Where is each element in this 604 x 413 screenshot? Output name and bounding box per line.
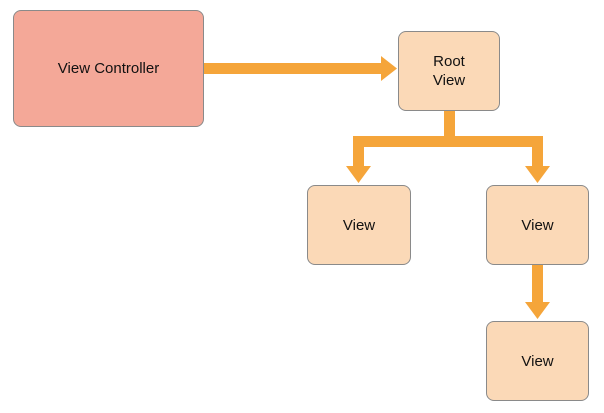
root-view-node: Root View (398, 31, 500, 111)
view-controller-label: View Controller (57, 60, 160, 77)
arrow-shaft (532, 141, 543, 167)
view-right-label: View (521, 216, 554, 234)
view-bottom-label: View (521, 352, 554, 370)
view-node-left: View (307, 185, 411, 265)
arrow-shaft (204, 63, 382, 74)
root-view-label: Root View (432, 53, 466, 89)
arrow-head (525, 302, 550, 319)
arrow-controller-to-root (204, 56, 397, 81)
arrow-head (346, 166, 371, 183)
arrow-root-branches (353, 111, 543, 147)
view-node-right: View (486, 185, 589, 265)
view-node-bottom: View (486, 321, 589, 401)
arrow-crossbar (353, 136, 543, 147)
arrow-view-right-to-view-bottom (525, 265, 550, 319)
arrow-head (381, 56, 397, 81)
arrow-head (525, 166, 550, 183)
arrow-root-to-view-right (525, 141, 550, 183)
arrow-root-to-view-left (346, 141, 371, 183)
arrow-stem (444, 111, 455, 141)
view-controller-node: View Controller (13, 10, 204, 127)
arrow-shaft (532, 265, 543, 303)
view-left-label: View (342, 216, 376, 234)
arrow-shaft (353, 141, 364, 167)
